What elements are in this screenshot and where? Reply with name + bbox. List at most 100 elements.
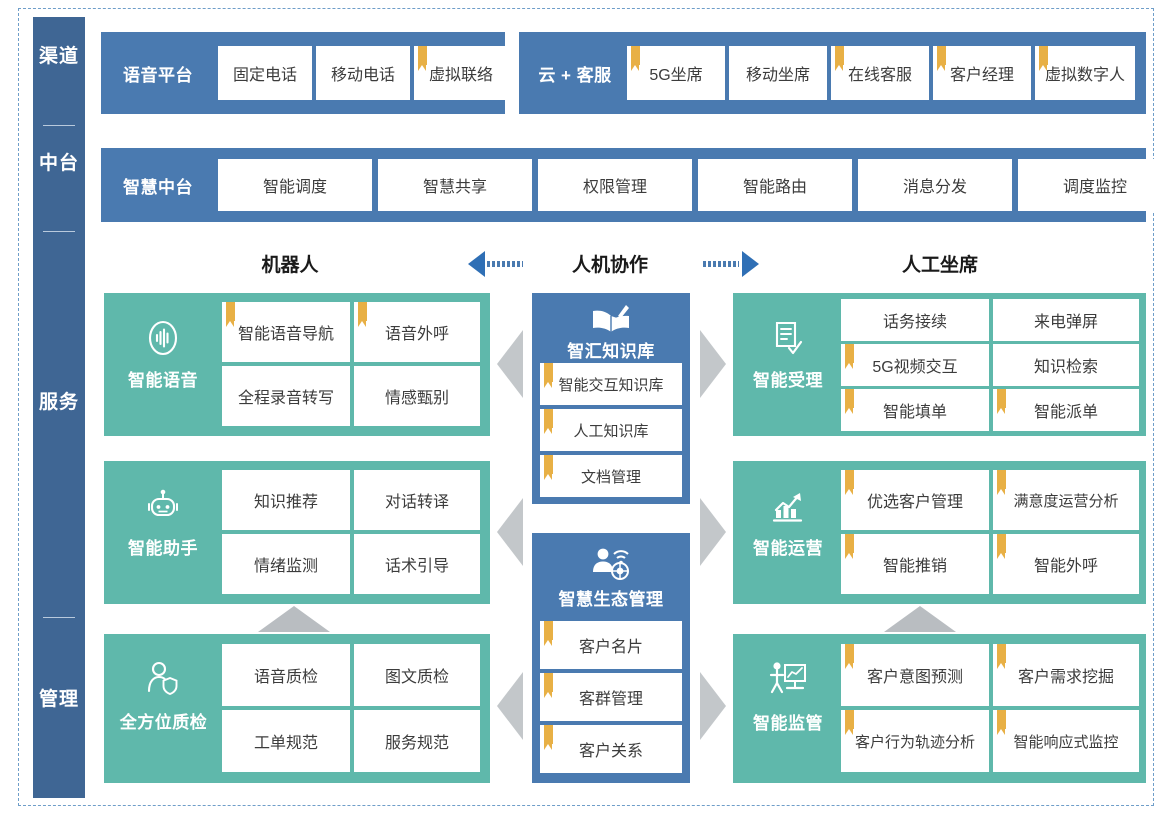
bookmark-icon [631,46,640,71]
panel-item-5g-video-interaction[interactable]: 5G视频交互 [841,344,989,386]
platform-cell-smart-dispatch[interactable]: 智能调度 [218,159,372,211]
panel-item-customer-group-management[interactable]: 客群管理 [540,673,682,721]
panel-item-dialogue-translation[interactable]: 对话转译 [354,470,480,530]
panel-item-voice-quality-inspection[interactable]: 语音质检 [222,644,350,706]
panel-item-customer-behavior-trajectory-analysis-label: 客户行为轨迹分析 [854,733,975,751]
panel-item-manual-knowledge-base[interactable]: 人工知识库 [540,409,682,451]
sidebar-item-channel[interactable]: 渠道 [33,46,85,68]
panel-item-emotion-identification[interactable]: 情感甄别 [354,366,480,426]
sidebar-item-management[interactable]: 管理 [33,689,85,711]
panel-knowledge-base-title: 智汇知识库 [567,342,655,361]
sidebar-label-middle-platform: 中台 [38,153,79,174]
channel-cell-mobile-phone[interactable]: 移动电话 [316,46,410,100]
platform-cell-smart-sharing-label: 智慧共享 [422,179,487,196]
panel-item-smart-responsive-monitoring-label: 智能响应式监控 [1013,733,1119,751]
bookmark-icon [226,302,235,327]
panel-item-call-connection[interactable]: 话务接续 [841,299,989,341]
column-header-robot: 机器人 [261,255,319,276]
panel-item-customer-profile-card[interactable]: 客户名片 [540,621,682,669]
channel-cell-account-manager[interactable]: 客户经理 [933,46,1031,100]
panel-item-voice-outbound[interactable]: 语音外呼 [354,302,480,362]
panel-item-customer-demand-mining-label: 客户需求挖掘 [1017,669,1114,686]
panel-item-knowledge-recommendation-label: 知识推荐 [253,494,318,511]
panel-item-customer-intent-prediction[interactable]: 客户意图预测 [841,644,989,706]
channel-group-voice-platform-title: 语音平台 [123,65,193,85]
panel-item-voice-quality-inspection-label: 语音质检 [253,669,318,686]
sidebar-label-service: 服务 [38,392,79,413]
arrow-right-icon [697,251,759,277]
panel-item-work-order-standard-label: 工单规范 [253,735,318,752]
open-book-pen-icon [532,302,690,336]
platform-cell-message-distribution[interactable]: 消息分发 [858,159,1012,211]
panel-item-smart-voice-navigation[interactable]: 智能语音导航 [222,302,350,362]
channel-cell-fixed-phone[interactable]: 固定电话 [218,46,312,100]
channel-cell-virtual-contact[interactable]: 虚拟联络 [414,46,508,100]
channel-cell-online-service[interactable]: 在线客服 [831,46,929,100]
panel-item-document-management-label: 文档管理 [580,468,641,486]
panel-item-smart-interaction-knowledge-base[interactable]: 智能交互知识库 [540,363,682,405]
bar-chart-trend-icon [755,483,821,529]
panel-item-document-management[interactable]: 文档管理 [540,455,682,497]
panel-item-customer-behavior-trajectory-analysis[interactable]: 客户行为轨迹分析 [841,710,989,772]
panel-item-knowledge-recommendation[interactable]: 知识推荐 [222,470,350,530]
panel-intelligent-operations: 智能运营 优选客户管理 满意度运营分析 智能推销 智能外呼 [733,461,1146,604]
chevron-right-ecosystem-to-supervision [700,672,726,740]
panel-item-satisfaction-operation-analysis[interactable]: 满意度运营分析 [993,470,1139,530]
bookmark-icon [544,621,553,646]
panel-item-script-guidance[interactable]: 话术引导 [354,534,480,594]
panel-intelligent-reception: 智能受理 话务接续 来电弹屏 5G视频交互 知识检索 智能填单 智能派单 [733,293,1146,436]
panel-item-preferred-customer-management-label: 优选客户管理 [866,494,963,511]
panel-item-work-order-standard[interactable]: 工单规范 [222,710,350,772]
panel-item-customer-relationship[interactable]: 客户关系 [540,725,682,773]
column-header-human-agent: 人工坐席 [901,255,978,276]
panel-item-smart-dispatch-order[interactable]: 智能派单 [993,389,1139,431]
panel-item-smart-form-filling[interactable]: 智能填单 [841,389,989,431]
bookmark-icon [845,644,854,669]
panel-item-emotion-monitoring[interactable]: 情绪监测 [222,534,350,594]
platform-cell-smart-sharing[interactable]: 智慧共享 [378,159,532,211]
panel-intelligent-supervision: 智能监管 客户意图预测 客户需求挖掘 客户行为轨迹分析 智能响应式监控 [733,634,1146,783]
panel-item-incoming-call-screen-pop-label: 来电弹屏 [1033,314,1098,331]
platform-row-title: 智慧中台 [123,177,193,197]
panel-item-smart-responsive-monitoring[interactable]: 智能响应式监控 [993,710,1139,772]
panel-item-call-connection-label: 话务接续 [882,314,947,331]
panel-intelligent-reception-title: 智能受理 [753,371,823,390]
chevron-left-quality-to-ecosystem [497,672,523,740]
panel-item-smart-outbound-call[interactable]: 智能外呼 [993,534,1139,594]
bookmark-icon [544,725,553,750]
chevron-right-ecosystem-to-operations [700,498,726,566]
panel-item-customer-relationship-label: 客户关系 [578,743,643,760]
panel-item-service-standard[interactable]: 服务规范 [354,710,480,772]
panel-item-customer-profile-card-label: 客户名片 [578,639,643,656]
panel-item-full-recording-transcription[interactable]: 全程录音转写 [222,366,350,426]
panel-item-satisfaction-operation-analysis-label: 满意度运营分析 [1013,492,1119,510]
panel-item-preferred-customer-management[interactable]: 优选客户管理 [841,470,989,530]
panel-item-smart-marketing[interactable]: 智能推销 [841,534,989,594]
platform-cell-permission-management[interactable]: 权限管理 [538,159,692,211]
panel-item-knowledge-retrieval[interactable]: 知识检索 [993,344,1139,386]
sidebar-divider-3 [43,617,75,618]
panel-comprehensive-quality-inspection-title: 全方位质检 [119,713,208,732]
channel-cell-mobile-seat[interactable]: 移动坐席 [729,46,827,100]
channel-cell-fixed-phone-label: 固定电话 [232,67,297,84]
panel-smart-ecosystem-management: 智慧生态管理 客户名片 客群管理 客户关系 [532,533,690,783]
chevron-right-knowledge-to-reception [700,330,726,398]
bookmark-icon [997,644,1006,669]
channel-cell-virtual-human[interactable]: 虚拟数字人 [1035,46,1135,100]
panel-intelligent-voice-title: 智能语音 [128,371,198,390]
panel-item-customer-demand-mining[interactable]: 客户需求挖掘 [993,644,1139,706]
sidebar-item-service[interactable]: 服务 [33,392,85,414]
diagram-outer-frame [18,8,1154,806]
channel-cell-5g-seat[interactable]: 5G坐席 [627,46,725,100]
bookmark-icon [997,534,1006,559]
panel-item-voice-outbound-label: 语音外呼 [384,326,449,343]
panel-item-incoming-call-screen-pop[interactable]: 来电弹屏 [993,299,1139,341]
panel-item-text-image-quality-inspection[interactable]: 图文质检 [354,644,480,706]
platform-cell-dispatch-monitoring[interactable]: 调度监控 [1018,159,1169,211]
panel-item-smart-voice-navigation-label: 智能语音导航 [237,326,334,343]
platform-cell-smart-routing[interactable]: 智能路由 [698,159,852,211]
sidebar-item-middle-platform[interactable]: 中台 [33,153,85,175]
robot-head-icon [132,483,194,529]
panel-item-smart-outbound-call-label: 智能外呼 [1033,558,1098,575]
bookmark-icon [937,46,946,71]
